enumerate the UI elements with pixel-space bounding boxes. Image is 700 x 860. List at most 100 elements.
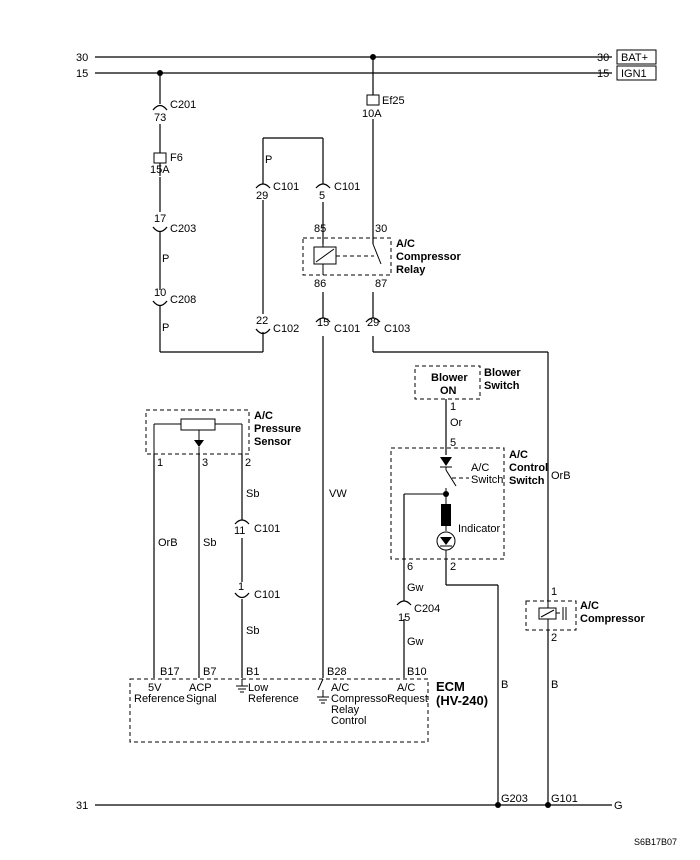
pressure-sensor-label-line1: A/C <box>254 410 273 422</box>
ecm-5v-reference-line1: 5V <box>148 682 162 694</box>
ecm-relay-control-line2: Compressor <box>331 693 391 705</box>
compressor-relay: 85 30 86 87 A/C Compressor Relay <box>302 223 462 290</box>
blower-pin-1: 1 <box>450 401 456 413</box>
ecm-pin-b28: B28 <box>327 666 347 678</box>
wire-b-label: B <box>551 679 558 691</box>
indicator-label: Indicator <box>458 523 501 535</box>
blower-switch: Blower ON Blower Switch 1 <box>414 365 521 413</box>
compressor-pin-1: 1 <box>551 586 557 598</box>
bus-ign-right-label: 15 <box>597 68 609 80</box>
control-switch-label-line2: Control <box>509 462 548 474</box>
connector-c101d-pin: 11 <box>234 525 245 537</box>
fuse-ef25-rating: 10A <box>362 108 382 120</box>
switch-diode-symbol <box>440 457 452 466</box>
pressure-sensor-pin-1: 1 <box>157 457 163 469</box>
ecm-acp-signal-line1: ACP <box>189 682 212 694</box>
ecm-subtitle: (HV-240) <box>436 693 488 708</box>
connector-c201-pin: 73 <box>154 112 166 124</box>
connector-c102-name: C102 <box>273 323 299 335</box>
connector-c204-name: C204 <box>414 603 440 615</box>
connector-c203-symbol <box>152 226 168 233</box>
ecm-relay-driver-icon <box>317 678 329 704</box>
compressor-pin-2: 2 <box>551 632 557 644</box>
connector-c101c-symbol <box>315 317 331 323</box>
pressure-sensor-label-line2: Pressure <box>254 423 301 435</box>
connector-c101a-pin: 29 <box>256 190 268 202</box>
ecm-5v-reference-line2: Reference <box>134 693 185 705</box>
connector-c103-pin: 29 <box>367 317 379 329</box>
bus-ign-name: IGN1 <box>621 68 647 80</box>
relay-pin-30: 30 <box>375 223 387 235</box>
indicator-resistor-symbol <box>441 504 451 526</box>
wire-gw-label: Gw <box>407 582 424 594</box>
relay-contact-symbol <box>372 243 382 265</box>
ecm-pin-b1: B1 <box>246 666 259 678</box>
connector-c208-name: C208 <box>170 294 196 306</box>
bus-ground: 31 G <box>76 800 623 812</box>
wire-sb-label: Sb <box>203 537 216 549</box>
compressor-label-line1: A/C <box>580 600 599 612</box>
connector-c103-name: C103 <box>384 323 410 335</box>
ecm-ground-icon <box>236 679 248 693</box>
connector-c204-symbol <box>396 600 412 606</box>
connector-c208-pin: 10 <box>154 287 166 299</box>
connector-c101a-name: C101 <box>273 181 299 193</box>
connector-c101c-pin: 15 <box>317 317 329 329</box>
connector-c101a-symbol <box>255 183 271 189</box>
pressure-sensor: A/C Pressure Sensor 1 3 2 <box>145 409 301 469</box>
connector-c208-symbol <box>152 300 168 307</box>
bus-bat: 30 30 BAT+ <box>76 49 657 65</box>
pressure-sensor-label-line3: Sensor <box>254 436 292 448</box>
ecm-title: ECM <box>436 679 465 694</box>
connector-c203-name: C203 <box>170 223 196 235</box>
control-switch-pin-5: 5 <box>450 437 456 449</box>
ecm-pin-b10: B10 <box>407 666 427 678</box>
ecm-acp-signal-line2: Signal <box>186 693 217 705</box>
wire-sb-label: Sb <box>246 625 259 637</box>
connector-c101e-name: C101 <box>254 589 280 601</box>
connector-c101d-name: C101 <box>254 523 280 535</box>
connector-c101b-symbol <box>315 183 331 189</box>
wire-vw-label: VW <box>329 488 347 500</box>
relay-label-line3: Relay <box>396 264 426 276</box>
control-switch-pin-6: 6 <box>407 561 413 573</box>
blower-label-line1: Blower <box>484 367 521 379</box>
ecm-relay-control-line4: Control <box>331 715 366 727</box>
sensor-wiper-arrow <box>194 440 204 447</box>
control-switch-label-line3: Switch <box>509 475 545 487</box>
control-switch-pin-2: 2 <box>450 561 456 573</box>
bus-bat-name: BAT+ <box>621 52 648 64</box>
blower-label-line2: Switch <box>484 380 520 392</box>
fuse-f6-symbol <box>153 152 167 164</box>
switch-contact-symbol <box>445 469 457 487</box>
wire-p-label: P <box>162 322 169 334</box>
wire-orb-label: OrB <box>158 537 178 549</box>
relay-pin-86: 86 <box>314 278 326 290</box>
ecm-ac-request-line2: Request <box>387 693 428 705</box>
fuse-ef25-symbol <box>366 94 380 106</box>
bus-ground-left-label: 31 <box>76 800 88 812</box>
wire-p-label: P <box>162 253 169 265</box>
ac-control-switch: 5 A/C Switch Indicator A/C Control Switc… <box>390 437 548 573</box>
bus-bat-right-label: 30 <box>597 52 609 64</box>
fuse-ef25-name: Ef25 <box>382 95 405 107</box>
control-switch-label-line1: A/C <box>509 449 528 461</box>
ecm-module: B17 B7 B1 B28 B10 5V Reference ACP Signa… <box>129 666 488 743</box>
bus-ign-left-label: 15 <box>76 68 88 80</box>
control-switch-inner-line2: Switch <box>471 474 503 486</box>
connector-c201-name: C201 <box>170 99 196 111</box>
connector-c102-symbol <box>255 328 271 335</box>
blower-box-line2: ON <box>440 385 457 397</box>
ground-g203-label: G203 <box>501 793 528 805</box>
ac-compressor: 1 A/C Compressor 2 <box>525 586 646 644</box>
ecm-pin-b17: B17 <box>160 666 180 678</box>
control-switch-inner-line1: A/C <box>471 462 489 474</box>
pressure-sensor-pin-2: 2 <box>245 457 251 469</box>
ecm-low-reference-line1: Low <box>248 682 268 694</box>
connector-c102-pin: 22 <box>256 315 268 327</box>
ground-g101-label: G101 <box>551 793 578 805</box>
ecm-pin-b7: B7 <box>203 666 216 678</box>
wire-sb-label: Sb <box>246 488 259 500</box>
